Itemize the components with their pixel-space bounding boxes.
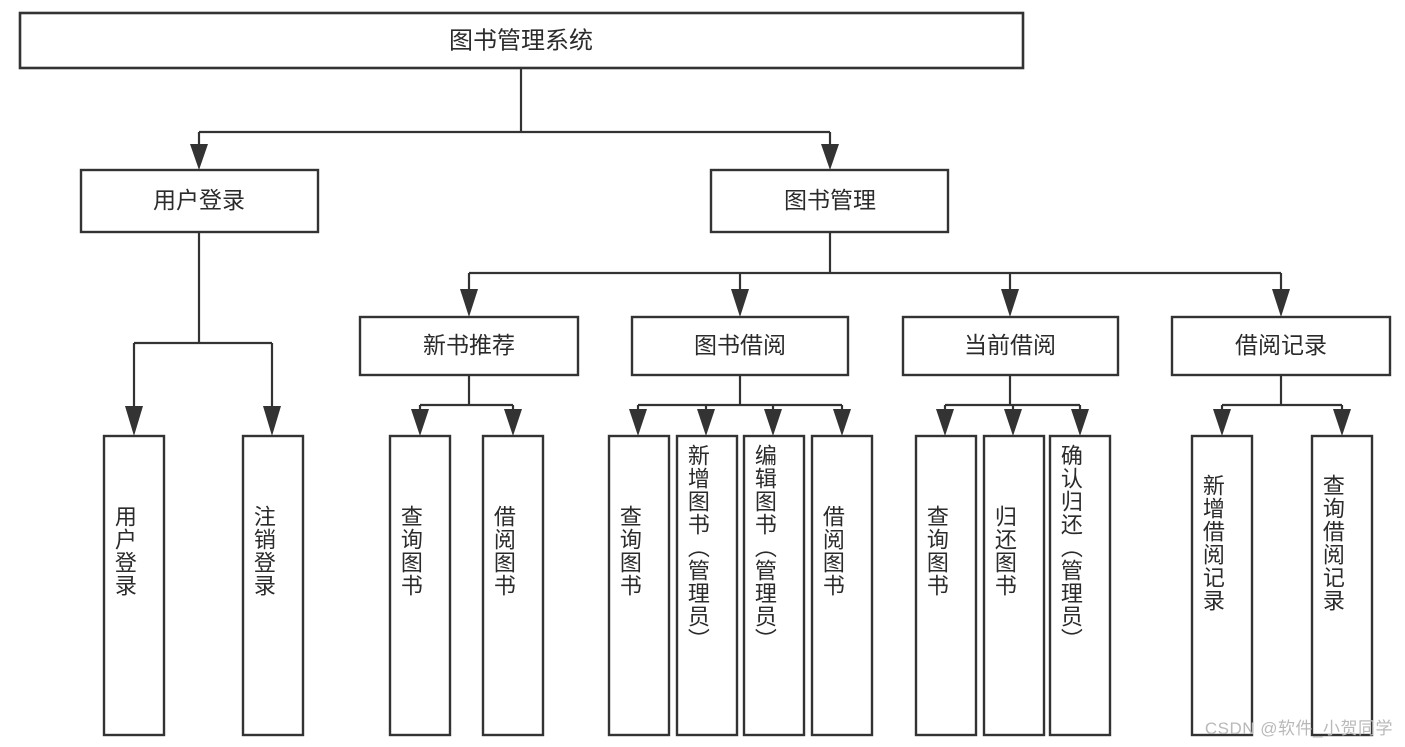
node-leaf-query-book-3[interactable]	[914, 434, 978, 737]
node-new-book-recommend-label: 新书推荐	[423, 332, 515, 358]
node-book-management[interactable]: 图书管理	[709, 168, 950, 234]
node-book-borrow[interactable]: 图书借阅	[630, 315, 850, 377]
node-book-borrow-label: 图书借阅	[694, 332, 786, 358]
connector-bookborrow-to-leaves	[629, 375, 851, 436]
node-leaf-query-record[interactable]	[1310, 434, 1374, 737]
node-leaf-add-record[interactable]	[1190, 434, 1254, 737]
node-leaf-borrow-book-2[interactable]	[810, 434, 874, 737]
node-new-book-recommend[interactable]: 新书推荐	[358, 315, 580, 377]
connector-newbook-to-leaves	[411, 375, 522, 436]
node-borrow-record-label: 借阅记录	[1235, 332, 1327, 358]
connector-bookmgmt-to-level3	[460, 232, 1290, 317]
node-leaf-borrow-book-1[interactable]	[481, 434, 545, 737]
node-leaf-query-book-1[interactable]	[388, 434, 452, 737]
watermark-text: CSDN @软件_小贺同学	[1204, 719, 1393, 738]
node-root-label: 图书管理系统	[449, 27, 593, 54]
node-user-login[interactable]: 用户登录	[79, 168, 320, 234]
node-book-management-label: 图书管理	[784, 187, 876, 213]
connector-currentborrow-to-leaves	[936, 375, 1089, 436]
node-leaf-logout-login[interactable]	[241, 434, 305, 737]
node-current-borrow-label: 当前借阅	[964, 332, 1056, 358]
node-root[interactable]: 图书管理系统	[18, 11, 1025, 70]
node-leaf-query-book-2[interactable]	[607, 434, 671, 737]
node-leaf-user-login[interactable]	[102, 434, 166, 737]
node-leaf-edit-book[interactable]	[742, 434, 806, 737]
node-user-login-label: 用户登录	[153, 187, 245, 213]
node-leaf-return-book[interactable]	[982, 434, 1046, 737]
node-current-borrow[interactable]: 当前借阅	[901, 315, 1120, 377]
connector-root-to-level2	[190, 68, 839, 170]
node-leaf-confirm-return[interactable]	[1048, 434, 1112, 737]
node-borrow-record[interactable]: 借阅记录	[1170, 315, 1392, 377]
connector-userlogin-to-leaves	[125, 232, 281, 436]
connector-borrowrecord-to-leaves	[1213, 375, 1351, 436]
node-leaf-add-book[interactable]	[675, 434, 739, 737]
